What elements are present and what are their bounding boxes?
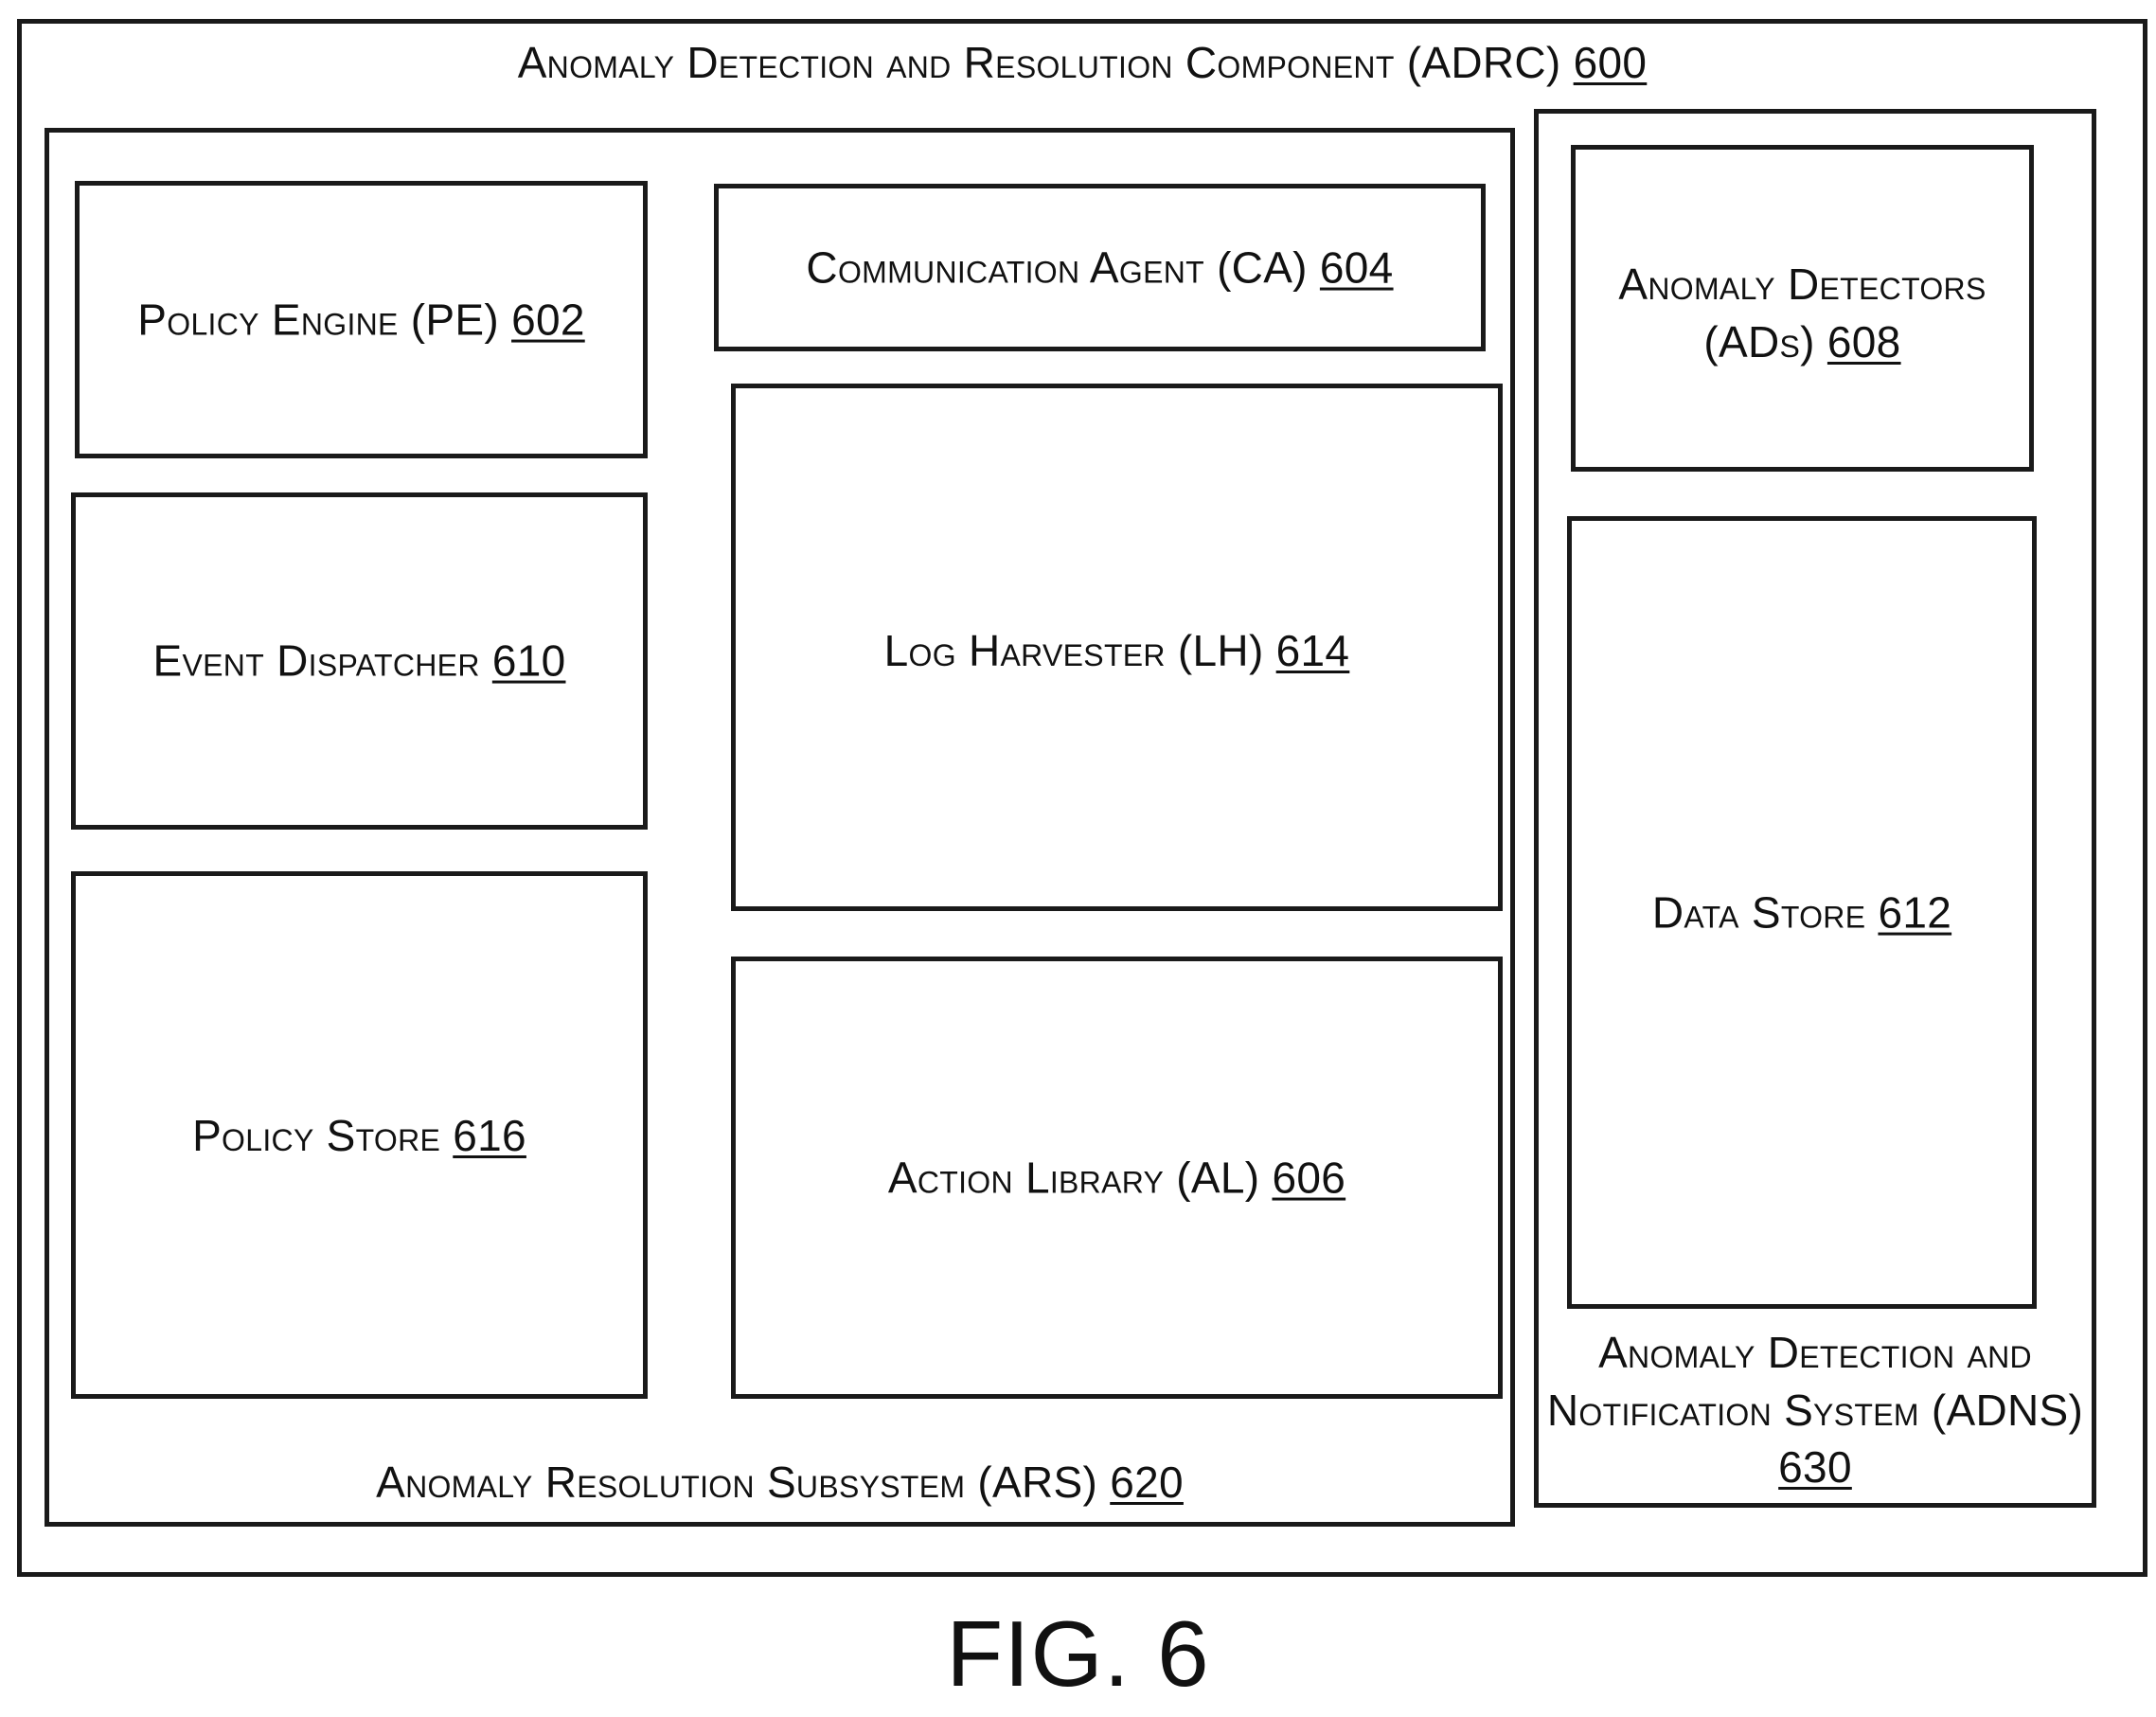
communication-agent-label: Communication Agent (CA) 604 <box>719 240 1481 295</box>
policy-store-ref: 616 <box>453 1111 526 1160</box>
log-harvester-name: Log Harvester (LH) <box>884 626 1264 675</box>
policy-engine-label: Policy Engine (PE) 602 <box>80 292 643 348</box>
anomaly-detectors-box: Anomaly Detectors (ADs) 608 <box>1571 145 2034 472</box>
adns-name-line2: Notification System (ADNS) <box>1539 1382 2092 1440</box>
log-harvester-label: Log Harvester (LH) 614 <box>736 623 1498 679</box>
log-harvester-ref: 614 <box>1276 626 1350 675</box>
action-library-ref: 606 <box>1272 1153 1345 1202</box>
policy-engine-ref: 602 <box>511 295 585 344</box>
communication-agent-ref: 604 <box>1320 242 1394 292</box>
anomaly-detectors-name-line2: (ADs) <box>1703 317 1814 367</box>
anomaly-detectors-label: Anomaly Detectors (ADs) 608 <box>1576 256 2029 370</box>
ars-ref: 620 <box>1110 1458 1184 1507</box>
ars-name: Anomaly Resolution Subsystem (ARS) <box>376 1458 1097 1507</box>
data-store-ref: 612 <box>1878 887 1951 937</box>
adrc-ref: 600 <box>1574 38 1648 87</box>
communication-agent-name: Communication Agent (CA) <box>806 242 1307 292</box>
data-store-name: Data Store <box>1652 887 1865 937</box>
log-harvester-box: Log Harvester (LH) 614 <box>731 384 1503 911</box>
policy-store-name: Policy Store <box>192 1111 440 1160</box>
adrc-label: Anomaly Detection and Resolution Compone… <box>22 35 2143 91</box>
action-library-name: Action Library (AL) <box>888 1153 1260 1202</box>
communication-agent-box: Communication Agent (CA) 604 <box>714 184 1486 351</box>
anomaly-detectors-ref: 608 <box>1827 317 1901 367</box>
policy-store-box: Policy Store 616 <box>71 871 648 1399</box>
anomaly-detectors-name-line1: Anomaly Detectors <box>1576 256 2029 313</box>
policy-store-label: Policy Store 616 <box>76 1108 643 1164</box>
event-dispatcher-label: Event Dispatcher 610 <box>76 634 643 689</box>
data-store-box: Data Store 612 <box>1567 516 2037 1309</box>
adns-ref: 630 <box>1778 1442 1852 1492</box>
adrc-name: Anomaly Detection and Resolution Compone… <box>518 38 1561 87</box>
data-store-label: Data Store 612 <box>1572 885 2032 940</box>
adns-label: Anomaly Detection and Notification Syste… <box>1539 1324 2092 1496</box>
action-library-box: Action Library (AL) 606 <box>731 957 1503 1399</box>
event-dispatcher-name: Event Dispatcher <box>153 636 480 686</box>
adns-name-line1: Anomaly Detection and <box>1539 1324 2092 1382</box>
action-library-label: Action Library (AL) 606 <box>736 1150 1498 1206</box>
policy-engine-name: Policy Engine (PE) <box>137 295 499 344</box>
figure-label: FIG. 6 <box>0 1601 2156 1708</box>
event-dispatcher-box: Event Dispatcher 610 <box>71 492 648 830</box>
policy-engine-box: Policy Engine (PE) 602 <box>75 181 648 458</box>
ars-label: Anomaly Resolution Subsystem (ARS) 620 <box>49 1455 1510 1511</box>
event-dispatcher-ref: 610 <box>492 636 566 686</box>
